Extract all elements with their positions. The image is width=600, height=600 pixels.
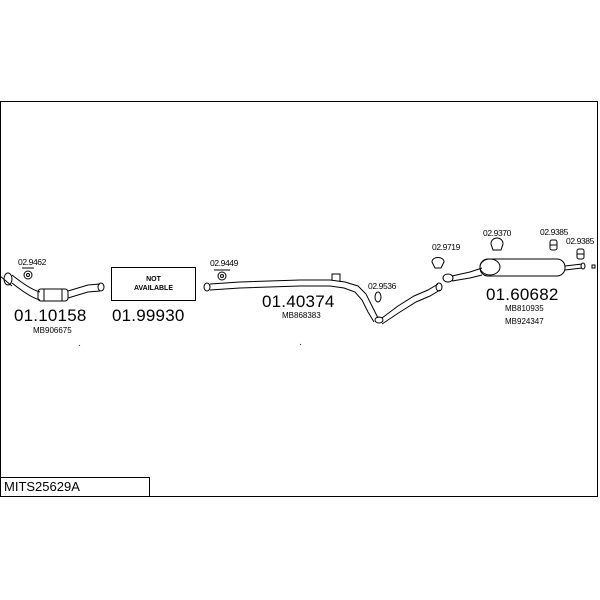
accessory-label: 02.9449 — [210, 258, 238, 268]
rear-silencer-drawing — [442, 258, 596, 283]
accessory-label: 02.9462 — [18, 257, 46, 267]
front-pipe-drawing — [0, 272, 105, 302]
not-available-line1: NOT — [146, 276, 161, 283]
diagram-frame — [0, 101, 598, 497]
accessory-02-9370-drawing — [490, 237, 504, 251]
catalog-code: MITS25629A — [4, 479, 80, 494]
part-number: 01.40374 — [262, 292, 335, 311]
accessory-02-9462-drawing — [22, 267, 34, 280]
catalog-code-box: MITS25629A — [0, 477, 150, 497]
oem-number: MB924347 — [505, 317, 544, 326]
part-number: 01.99930 — [112, 306, 185, 325]
middle-pipe-drawing — [203, 273, 443, 325]
not-available-box: NOT AVAILABLE — [111, 267, 196, 301]
accessory-label: 02.9385 — [540, 227, 568, 237]
part-number: 01.60682 — [486, 285, 559, 304]
oem-number: MB906675 — [33, 326, 72, 335]
oem-number: MB810935 — [505, 304, 544, 313]
not-available-line2: AVAILABLE — [133, 285, 174, 292]
accessory-02-9719-drawing — [431, 257, 445, 269]
accessory-02-9536-drawing — [374, 291, 382, 303]
part-number: 01.10158 — [14, 306, 87, 325]
accessory-label: 02.9370 — [483, 228, 511, 238]
oem-number: MB868383 — [282, 311, 321, 320]
accessory-02-9385-drawing — [549, 239, 585, 260]
accessory-label: 02.9385 — [566, 236, 594, 246]
accessory-02-9449-drawing — [214, 269, 230, 281]
accessory-label: 02.9719 — [432, 242, 460, 252]
accessory-label: 02.9536 — [368, 281, 396, 291]
